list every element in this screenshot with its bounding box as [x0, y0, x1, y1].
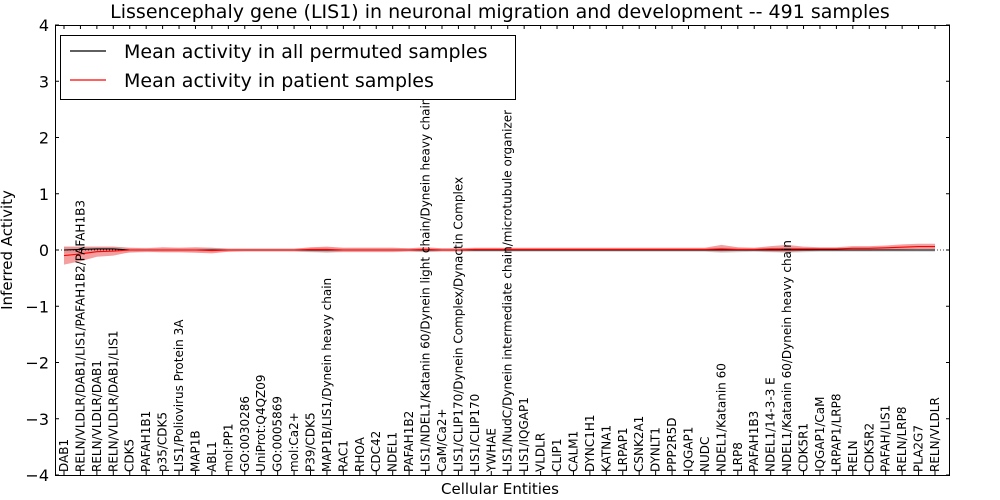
- category-label: VLDLR: [534, 433, 548, 472]
- category-label: CaM/Ca2+: [435, 408, 449, 472]
- legend: Mean activity in all permuted samples Me…: [60, 35, 516, 100]
- category-label: LIS1/Poliovirus Protein 3A: [172, 319, 186, 472]
- category-label: PAFAH1B3: [747, 411, 761, 472]
- category-label: RHOA: [353, 436, 367, 472]
- category-label: MAP1B: [189, 430, 203, 472]
- y-tick-label: 3: [39, 72, 49, 91]
- category-label: LRPAP1: [616, 427, 630, 472]
- category-label: RELN/VLDLR: [928, 397, 942, 472]
- y-tick-label: −1: [25, 297, 49, 316]
- category-label: NDEL1/Katanin 60: [714, 363, 728, 472]
- category-label: NDEL1: [386, 432, 400, 472]
- y-tick-label: 1: [39, 185, 49, 204]
- confidence-bands: [64, 243, 935, 265]
- category-label: LIS1/CLIP170/Dynein Complex/Dynactin Com…: [451, 177, 465, 472]
- category-label: CDK5R1: [797, 423, 811, 472]
- plot-frame: [55, 25, 950, 476]
- category-label: ABL1: [205, 441, 219, 472]
- category-label: RELN/LRP8: [895, 406, 909, 472]
- category-label: CDK5: [123, 439, 137, 472]
- category-label: mol:PP1: [221, 423, 235, 472]
- y-tick-label: −2: [25, 354, 49, 373]
- category-label: PPP2R5D: [665, 417, 679, 472]
- category-label: IQGAP1: [682, 427, 696, 472]
- y-tick-label: −4: [25, 466, 49, 485]
- y-tick-label: −3: [25, 410, 49, 429]
- category-label: PAFAH1B2: [402, 411, 416, 472]
- line-patient: [63, 246, 935, 257]
- category-label: MAP1B/LIS1/Dynein heavy chain: [320, 278, 334, 472]
- category-label: IQGAP1/CaM: [813, 397, 827, 473]
- category-label: UniProt:Q4QZ09: [254, 374, 268, 472]
- category-label: LIS1/CLIP170: [468, 394, 482, 472]
- category-label: RELN/VLDLR/DAB1/LIS1/PAFAH1B2/PAFAH1B3: [73, 200, 87, 472]
- category-label: DYNLT1: [649, 427, 663, 472]
- category-label: KATNA1: [599, 425, 613, 472]
- category-label: DAB1: [57, 439, 71, 472]
- category-label: LIS1/NudC/Dynein intermediate chain/micr…: [501, 110, 515, 472]
- category-label: RELN: [846, 440, 860, 472]
- band-patient: [64, 243, 935, 265]
- category-label: p35/CDK5: [156, 412, 170, 472]
- category-label: RELN/VLDLR/DAB1/LIS1: [106, 331, 120, 472]
- category-label: DYNC1H1: [583, 414, 597, 472]
- category-label: GO:0005869: [271, 396, 285, 472]
- category-label: LIS1/NDEL1/Katanin 60/Dynein light chain…: [419, 98, 433, 472]
- legend-label-permuted: Mean activity in all permuted samples: [124, 41, 487, 63]
- category-label: CDK5R2: [862, 423, 876, 472]
- y-tick-label: 0: [39, 241, 49, 260]
- category-label: PLA2G7: [912, 425, 926, 472]
- category-label: PAFAH1B1: [139, 411, 153, 472]
- category-label: CALM1: [567, 431, 581, 472]
- y-axis-ticks: 4 3 2 1 0 −1 −2 −3 −4: [25, 16, 950, 485]
- category-label: GO:0030286: [238, 396, 252, 472]
- category-label: CSNK2A1: [632, 416, 646, 472]
- legend-label-patient: Mean activity in patient samples: [124, 70, 434, 92]
- category-label: CDC42: [369, 431, 383, 472]
- category-label: PAFAH/LIS1: [879, 405, 893, 472]
- y-axis-label: Inferred Activity: [0, 190, 16, 310]
- category-label: NDEL1/Katanin 60/Dynein heavy chain: [780, 240, 794, 472]
- category-label: P39/CDK5: [304, 412, 318, 472]
- category-label: LRP8: [731, 442, 745, 472]
- category-label: CLIP1: [550, 439, 564, 472]
- category-label: LIS1/IQGAP1: [517, 397, 531, 472]
- y-tick-label: 4: [39, 16, 49, 35]
- category-label: LRPAP1/LRP8: [829, 393, 843, 472]
- y-tick-label: 2: [39, 129, 49, 148]
- category-label: YWHAE: [484, 428, 498, 473]
- category-label: RAC1: [336, 440, 350, 472]
- legend-box: [60, 35, 516, 100]
- category-label: RELN/VLDLR/DAB1: [90, 360, 104, 472]
- series-lines: [63, 246, 935, 257]
- category-label: mol:Ca2+: [287, 412, 301, 472]
- chart-title: Lissencephaly gene (LIS1) in neuronal mi…: [110, 1, 890, 23]
- category-label: NUDC: [698, 437, 712, 472]
- x-axis-label: Cellular Entities: [441, 480, 559, 498]
- category-label: NDEL1/14-3-3 E: [764, 377, 778, 472]
